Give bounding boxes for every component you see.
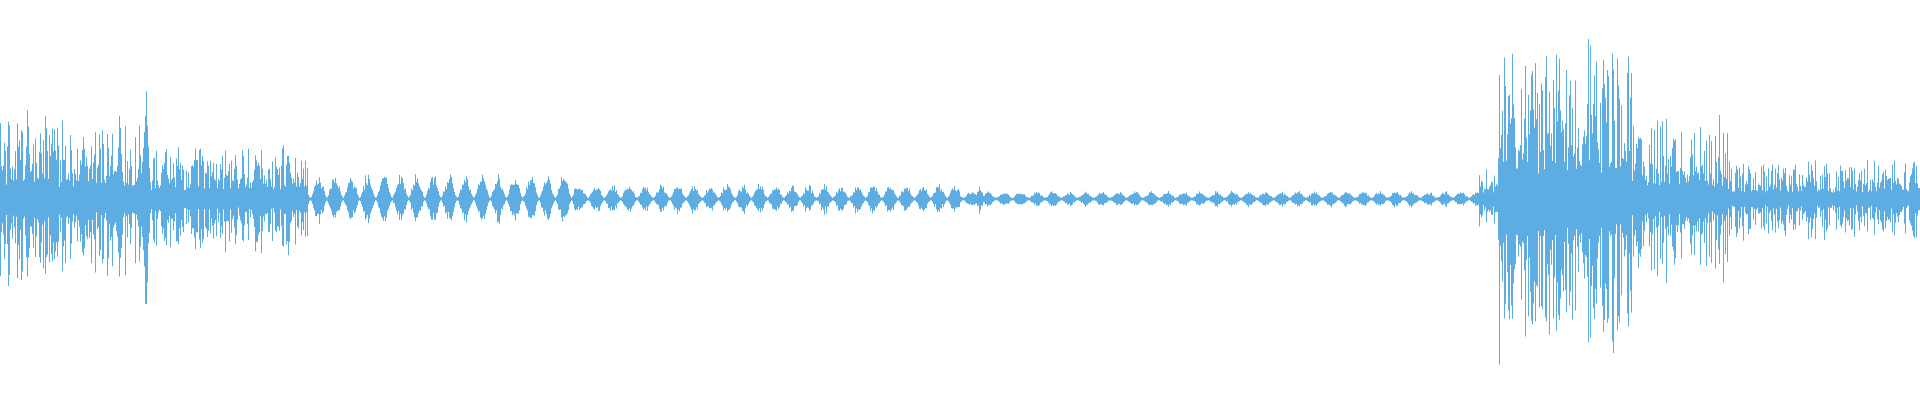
waveform-samples — [0, 39, 1920, 365]
waveform-bars — [0, 39, 1920, 365]
